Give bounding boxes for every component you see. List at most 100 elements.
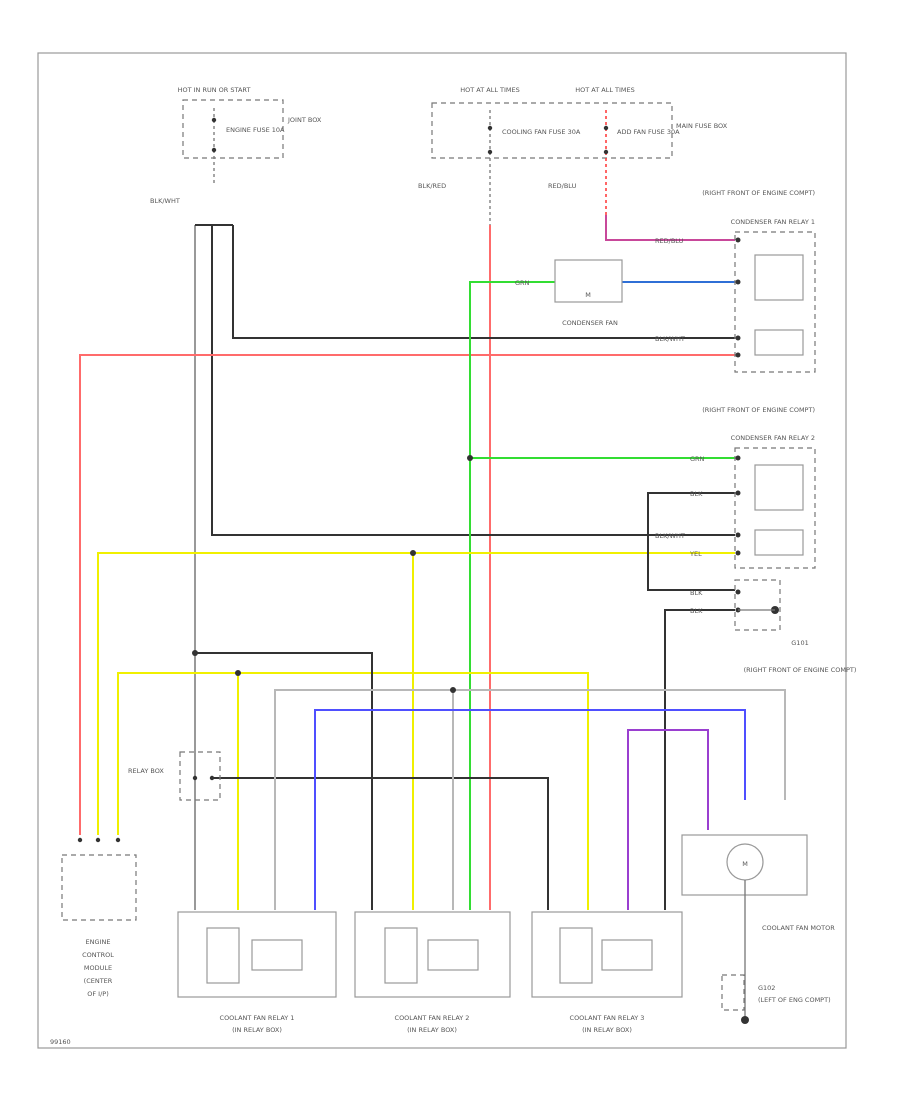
wire-label-blk-relay2: BLK [690,490,703,498]
ecm-label-4: (CENTER [84,977,113,985]
main-fuse-box-label: MAIN FUSE BOX [676,122,728,130]
cooling-fuse-terminal-2 [487,149,493,155]
ecm-label-5: OF I/P) [87,990,108,998]
relay2-pin-1 [735,455,741,461]
cooling-fan-fuse-label: COOLING FAN FUSE 30A [502,128,581,136]
condenser-relay-1-outline [734,231,816,373]
engine-fuse-terminal-2 [211,147,217,153]
hot-always-label-2: HOT AT ALL TIMES [575,86,635,94]
cooling-fuse-terminal [487,125,493,131]
main-fuse-box-outline [431,102,673,159]
relay1-pin-1 [735,237,741,243]
relay-box-connector: RELAY BOX [128,751,221,801]
add-fan-fuse-label: ADD FAN FUSE 30A [617,128,680,136]
splice-grn [467,455,473,461]
relay1-switch [754,254,804,301]
ground-g101: G101 (RIGHT FRONT OF ENGINE COMPT) [734,579,857,674]
relay-box-label: RELAY BOX [128,767,164,775]
wire-label-blk-wht-relay2: BLK/WHT [655,532,685,540]
condenser-relay-2-label: CONDENSER FAN RELAY 2 [731,434,815,442]
relay2-coil [754,529,804,556]
relay2-box [354,911,511,998]
relay-box-outline [179,751,221,801]
condenser-fan-box [554,259,623,303]
relay3-contact-box [601,939,653,971]
wire-label-blk-g101-b: BLK [690,607,703,615]
ecm-pin-yel [95,837,101,843]
g102-ground-point [741,1016,749,1024]
relay1-coil [754,329,804,356]
ecm-outline [61,854,137,921]
relay3-name-label: COOLANT FAN RELAY 3 [570,1014,645,1022]
wire-blk-wht-b [211,225,735,536]
g102-label: G102 [758,984,775,992]
relay1-location-label: (IN RELAY BOX) [232,1026,282,1034]
joint-box-outline [182,99,284,159]
wire-pur-motor [627,729,709,910]
relay2-switch [754,464,804,511]
wire-label-blk-g101-a: BLK [690,589,703,597]
joint-box-group: HOT IN RUN OR START JOINT BOX ENGINE FUS… [178,86,322,185]
wire-blk-relay3 [212,777,549,910]
wire-label-red-blu-relay: RED/BLU [655,237,684,245]
right-front-label-3: (RIGHT FRONT OF ENGINE COMPT) [744,666,857,674]
relay2-pin-4 [735,550,741,556]
wire-red-ecm [79,354,735,835]
splice-yel-2 [235,670,241,676]
coolant-fan-relay-3: COOLANT FAN RELAY 3 (IN RELAY BOX) [531,911,683,1034]
diagram-code: 99160 [50,1038,71,1046]
wire-label-yel-relay2: YEL [689,550,702,558]
g102-location-label: (LEFT OF ENG COMPT) [758,996,831,1004]
wire-blk-wht-c [232,225,735,339]
wire-label-blk-wht-relay: BLK/WHT [655,335,685,343]
wire-blu-motor [314,709,746,910]
main-fuse-box-group: HOT AT ALL TIMES HOT AT ALL TIMES MAIN F… [431,86,728,225]
relay-box-pin-1 [192,775,198,781]
add-fuse-terminal [603,125,609,131]
wire-red-blu-relay1 [605,215,735,241]
relay1-pin-3 [735,335,741,341]
relay3-location-label: (IN RELAY BOX) [582,1026,632,1034]
condenser-relay-2-outline [734,447,816,569]
relay1-coil-box [206,927,240,984]
joint-box-label: JOINT BOX [287,116,322,124]
splice-wht [450,687,456,693]
coolant-fan-motor-label: COOLANT FAN MOTOR [762,924,835,932]
wire-blk-ground [664,609,735,910]
ecm-pin-red [77,837,83,843]
ecm-label-1: ENGINE [86,938,111,946]
right-front-label-1: (RIGHT FRONT OF ENGINE COMPT) [702,189,815,197]
coolant-fan-motor-m: M [742,860,748,868]
engine-fuse-terminal [211,117,217,123]
hot-run-label: HOT IN RUN OR START [178,86,251,94]
relay1-contact-box [251,939,303,971]
wire-label-red-blu-top: RED/BLU [548,182,577,190]
relay2-coil-box [384,927,418,984]
relay2-contact-box [427,939,479,971]
wire-label-grn-relay2: GRN [690,455,705,463]
condenser-relay-1-label: CONDENSER FAN RELAY 1 [731,218,815,226]
splice-yel [410,550,416,556]
relay3-box [531,911,683,998]
relay3-coil-box [559,927,593,984]
relay1-name-label: COOLANT FAN RELAY 1 [220,1014,295,1022]
engine-fuse-label: ENGINE FUSE 10A [226,126,285,134]
g101-outline [734,579,781,631]
splice-blk [192,650,198,656]
wire-blk-relay2-loop [647,492,735,591]
g102-outline [721,974,745,1011]
wire-label-blk-wht-top: BLK/WHT [150,197,180,205]
wire-yel-ecm [97,552,735,835]
relay2-name-label: COOLANT FAN RELAY 2 [395,1014,470,1022]
add-fuse-terminal-2 [603,149,609,155]
relay2-pin-3 [735,532,741,538]
coolant-fan-relay-2: COOLANT FAN RELAY 2 (IN RELAY BOX) [354,911,511,1034]
wire-label-blk-red-top: BLK/RED [418,182,446,190]
wire-label-grn-fan: GRN [515,279,530,287]
relay2-location-label: (IN RELAY BOX) [407,1026,457,1034]
condenser-fan: M CONDENSER FAN [554,259,623,327]
ecm-pin-yel-2 [115,837,121,843]
condenser-relay-2: (RIGHT FRONT OF ENGINE COMPT) CONDENSER … [702,406,816,569]
relay1-pin-2 [735,279,741,285]
ecm-label-3: MODULE [84,964,112,972]
